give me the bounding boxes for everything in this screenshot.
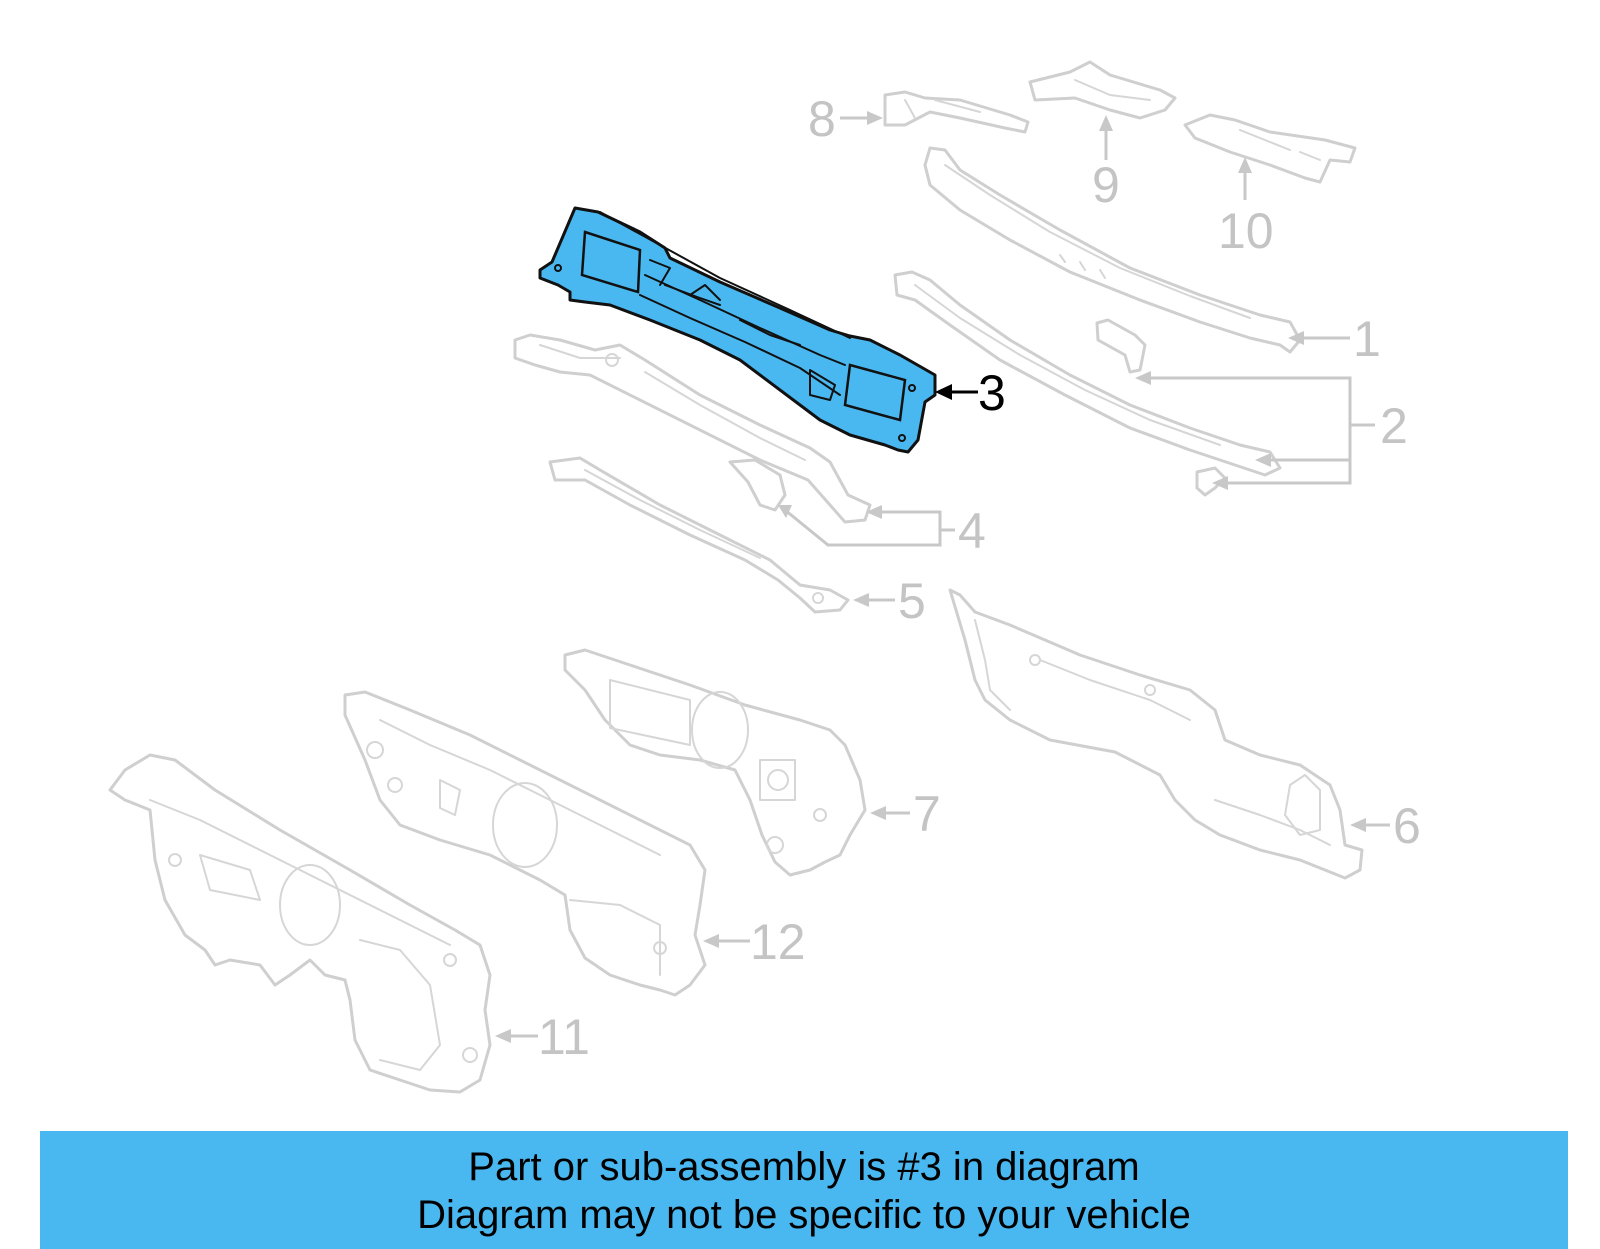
callout-12: 12 (703, 914, 806, 970)
part-8-bracket (883, 90, 1030, 134)
callout-4: 4 (778, 503, 986, 559)
callout-label-10: 10 (1218, 203, 1274, 259)
banner-line-disclaimer: Diagram may not be specific to your vehi… (417, 1193, 1191, 1237)
callout-label-6: 6 (1393, 798, 1421, 854)
part-9-bracket (1028, 60, 1177, 120)
part-3-cowl-top-highlighted (538, 206, 937, 454)
part-12-dash-panel (343, 690, 707, 997)
part-10-bracket (1183, 113, 1357, 184)
part-6-dash-panel (948, 588, 1364, 880)
callout-11: 11 (495, 1009, 590, 1065)
part-7-dash-insulator (563, 648, 867, 877)
callout-2: 2 (1135, 371, 1408, 490)
callout-label-1: 1 (1353, 311, 1381, 367)
callout-label-9: 9 (1092, 157, 1120, 213)
callout-label-11: 11 (538, 1009, 590, 1065)
callout-9: 9 (1092, 115, 1120, 213)
callout-label-4: 4 (958, 503, 986, 559)
callout-label-3: 3 (978, 365, 1006, 421)
callout-6: 6 (1350, 798, 1421, 854)
callout-1: 1 (1288, 311, 1381, 367)
callout-8: 8 (808, 91, 883, 147)
callout-label-7: 7 (913, 786, 941, 842)
part-11-dash-panel-large (108, 753, 492, 1094)
callout-10: 10 (1218, 157, 1274, 259)
info-banner: Part or sub-assembly is #3 in diagram Di… (40, 1131, 1568, 1249)
callout-label-12: 12 (750, 914, 806, 970)
callout-3[interactable]: 3 (935, 365, 1006, 421)
callout-label-2: 2 (1380, 398, 1408, 454)
callout-label-8: 8 (808, 91, 836, 147)
banner-line-part: Part or sub-assembly is #3 in diagram (468, 1145, 1140, 1189)
part-1-cowl-panel (923, 146, 1302, 354)
callout-7: 7 (870, 786, 941, 842)
part-2-cowl-rail (893, 270, 1282, 497)
callout-5: 5 (853, 573, 926, 629)
part-5-lower-rail (548, 456, 850, 614)
callout-label-5: 5 (898, 573, 926, 629)
